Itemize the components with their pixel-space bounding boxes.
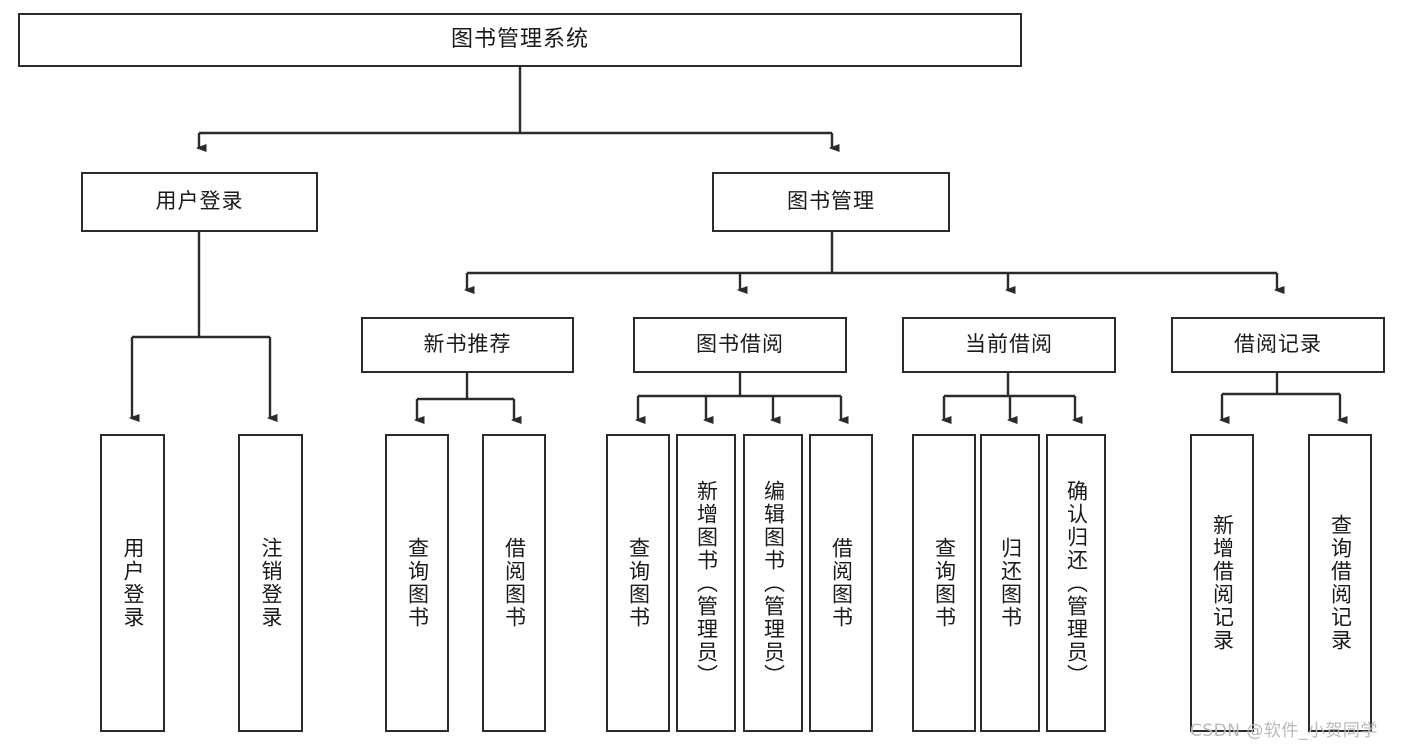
csdn-watermark: CSDN @软件_小贺同学 [1190,721,1378,741]
node-leaf-query-book-3[interactable]: 查询图书 [912,434,976,732]
node-leaf-add-book[interactable]: 新增图书（管理员） [676,434,736,732]
node-leaf-user-login-label: 用户登录 [120,537,145,629]
node-borrow-record-label: 借阅记录 [1234,332,1322,357]
node-leaf-query-record-label: 查询借阅记录 [1328,514,1353,652]
node-book-borrow-label: 图书借阅 [696,332,784,357]
node-leaf-return-book-label: 归还图书 [998,537,1023,629]
node-leaf-return-book[interactable]: 归还图书 [980,434,1040,732]
node-leaf-user-logout[interactable]: 注销登录 [238,434,303,732]
node-leaf-edit-book-label: 编辑图书（管理员） [761,479,786,687]
node-user-login[interactable]: 用户登录 [81,172,318,232]
node-root-label: 图书管理系统 [450,26,589,52]
node-borrow-record[interactable]: 借阅记录 [1171,317,1385,373]
node-leaf-borrow-book-1-label: 借阅图书 [502,537,527,629]
node-current-borrow-label: 当前借阅 [965,332,1053,357]
node-leaf-query-book-2[interactable]: 查询图书 [606,434,670,732]
node-leaf-edit-book[interactable]: 编辑图书（管理员） [743,434,803,732]
node-root[interactable]: 图书管理系统 [18,13,1022,67]
node-leaf-confirm-return-label: 确认归还（管理员） [1064,479,1089,687]
node-leaf-add-record-label: 新增借阅记录 [1210,514,1235,652]
node-current-borrow[interactable]: 当前借阅 [902,317,1116,373]
node-leaf-add-record[interactable]: 新增借阅记录 [1190,434,1254,732]
node-new-book-recommend[interactable]: 新书推荐 [361,317,574,373]
node-leaf-confirm-return[interactable]: 确认归还（管理员） [1046,434,1106,732]
node-leaf-query-book-1[interactable]: 查询图书 [385,434,449,732]
node-leaf-borrow-book-1[interactable]: 借阅图书 [482,434,546,732]
node-new-book-recommend-label: 新书推荐 [423,332,512,357]
node-leaf-query-book-2-label: 查询图书 [626,537,651,629]
node-leaf-borrow-book-2[interactable]: 借阅图书 [809,434,873,732]
node-leaf-add-book-label: 新增图书（管理员） [694,479,719,687]
node-book-borrow[interactable]: 图书借阅 [633,317,847,373]
node-book-management[interactable]: 图书管理 [712,172,950,232]
node-leaf-user-logout-label: 注销登录 [258,537,283,629]
node-leaf-query-record[interactable]: 查询借阅记录 [1308,434,1372,732]
node-user-login-label: 用户登录 [155,189,244,214]
node-leaf-user-login[interactable]: 用户登录 [100,434,165,732]
node-leaf-borrow-book-2-label: 借阅图书 [829,537,854,629]
node-leaf-query-book-1-label: 查询图书 [405,537,430,629]
node-leaf-query-book-3-label: 查询图书 [932,537,957,629]
node-book-management-label: 图书管理 [787,189,875,214]
